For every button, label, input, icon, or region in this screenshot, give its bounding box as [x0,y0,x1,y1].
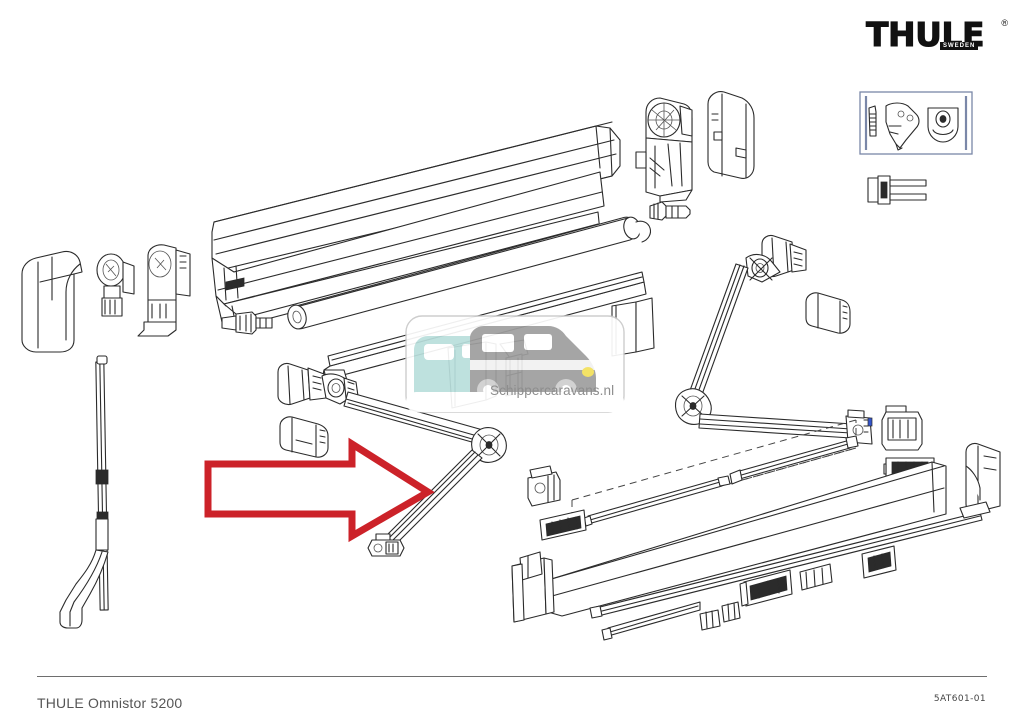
part-bottom-rail [589,501,991,619]
part-screw [868,105,877,137]
part-roller-bearing-small [96,253,135,317]
part-shaft-connector [221,311,273,335]
part-locking-pin [649,201,691,221]
brand-tagline: SWEDEN [940,42,979,50]
part-arm-end-cap-right [805,292,851,334]
part-bracket-upper-right [881,405,923,451]
watermark: Schippercaravans.nl [404,314,626,414]
part-tension-rafter-rod-1 [583,475,731,527]
part-rail-small-fitting-e [721,601,741,623]
footer-divider [37,676,987,677]
part-rail-slider-b [799,563,833,591]
part-drive-housing [137,244,191,337]
part-tension-rafter-rod-2 [729,435,859,485]
part-cap-piece [927,107,959,143]
watermark-text: Schippercaravans.nl [490,383,615,398]
page-title: THULE Omnistor 5200 [37,695,183,711]
brand-logo: THULE ® SWEDEN [866,15,1009,62]
detail-box-highlight [859,91,973,155]
part-gear-mechanism [635,97,693,203]
part-mounting-plate [885,102,920,151]
part-rafter-clip-left-2 [539,509,587,541]
part-corner-cap [21,250,83,353]
part-rail-small-fitting-d [699,609,721,631]
part-rafter-clip-left [527,465,561,507]
registered-mark: ® [1001,18,1008,28]
part-end-cap-cover [707,91,755,179]
watermark-camper-graphic [405,315,625,413]
part-diagonal-rod [601,601,701,641]
part-wall-bracket-rails [867,175,927,205]
part-rail-fitting-c [861,545,897,579]
brand-name: THULE [866,15,986,54]
part-end-cap-far-right [965,442,1001,514]
part-crank-handle [59,355,109,629]
drawing-code: 5AT601-01 [933,694,986,704]
part-articulated-arm-right [674,234,873,445]
part-cassette-housing [211,121,621,329]
part-rail-slider-a [739,569,793,607]
part-arm-end-cap-left [279,416,329,458]
part-roller-tube [287,216,652,330]
part-lower-bracket-b [511,563,525,623]
